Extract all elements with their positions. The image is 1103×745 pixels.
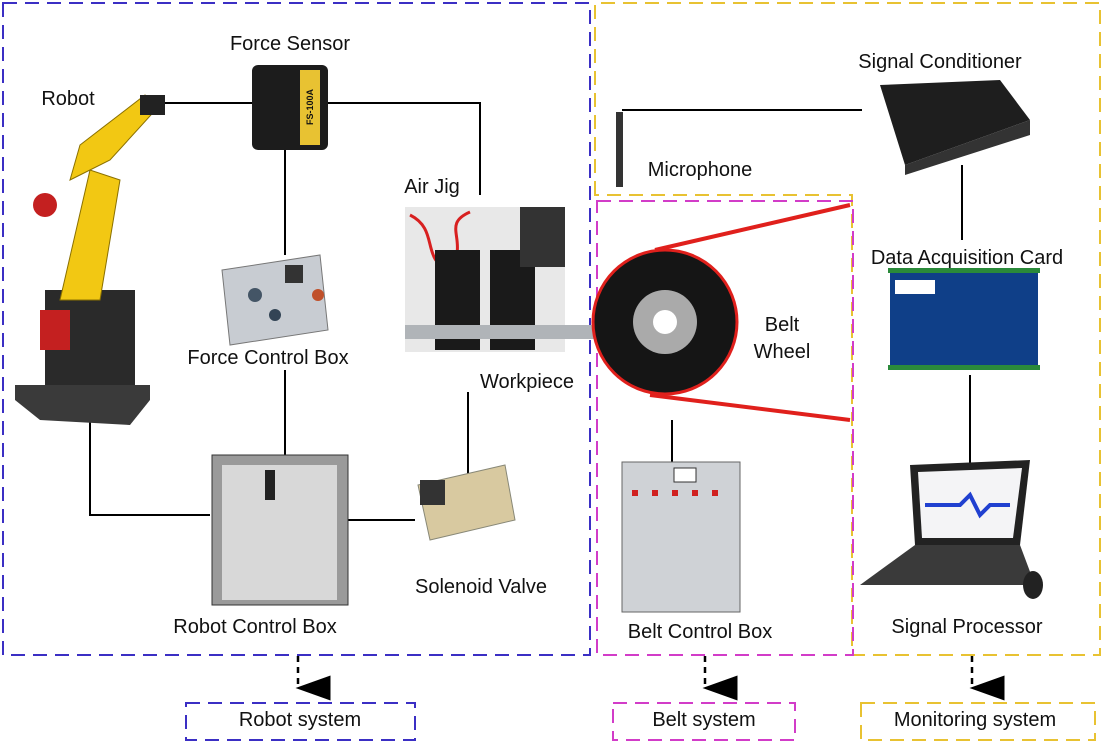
robot-control-box-label: Robot Control Box (173, 616, 337, 638)
connections (89, 102, 971, 521)
microphone-image (616, 112, 623, 187)
solenoid-valve-image (417, 464, 516, 541)
signal-conditioner-image (880, 80, 1030, 175)
force-control-box-image (221, 254, 329, 346)
robot-label: Robot (41, 88, 95, 110)
air-jig-label: Air Jig (404, 176, 460, 198)
air-jig-image (405, 207, 595, 352)
belt-control-box-label: Belt Control Box (627, 621, 773, 643)
monitoring-system-label: Monitoring system (893, 709, 1057, 731)
microphone-label: Microphone (647, 159, 753, 181)
robot-system-box (185, 702, 416, 741)
robot-image (15, 94, 165, 425)
robot-system-label: Robot system (238, 709, 362, 731)
belt-label: Belt (764, 314, 800, 336)
belt-system-box (612, 702, 796, 741)
robot-control-box-image (211, 454, 349, 606)
force-sensor-image (252, 65, 328, 150)
force-control-box-label: Force Control Box (187, 347, 349, 369)
belt-control-box-image (621, 461, 741, 613)
force-sensor-model-text: FS-100A (305, 88, 315, 126)
signal-processor-label: Signal Processor (891, 616, 1043, 638)
laptop-image (860, 460, 1043, 599)
belt-group-box (596, 200, 854, 656)
force-sensor-label: Force Sensor (229, 33, 351, 55)
belt-wheel-image (591, 203, 851, 422)
daq-card-image (888, 268, 1040, 370)
wheel-label: Wheel (753, 341, 811, 363)
monitor-group-box (594, 2, 1101, 656)
workpiece-label: Workpiece (479, 371, 575, 393)
monitoring-system-box (860, 702, 1096, 741)
belt-system-label: Belt system (652, 709, 756, 731)
daq-label: Data Acquisition Card (870, 247, 1064, 269)
signal-conditioner-label: Signal Conditioner (858, 51, 1022, 73)
solenoid-valve-label: Solenoid Valve (415, 576, 547, 598)
